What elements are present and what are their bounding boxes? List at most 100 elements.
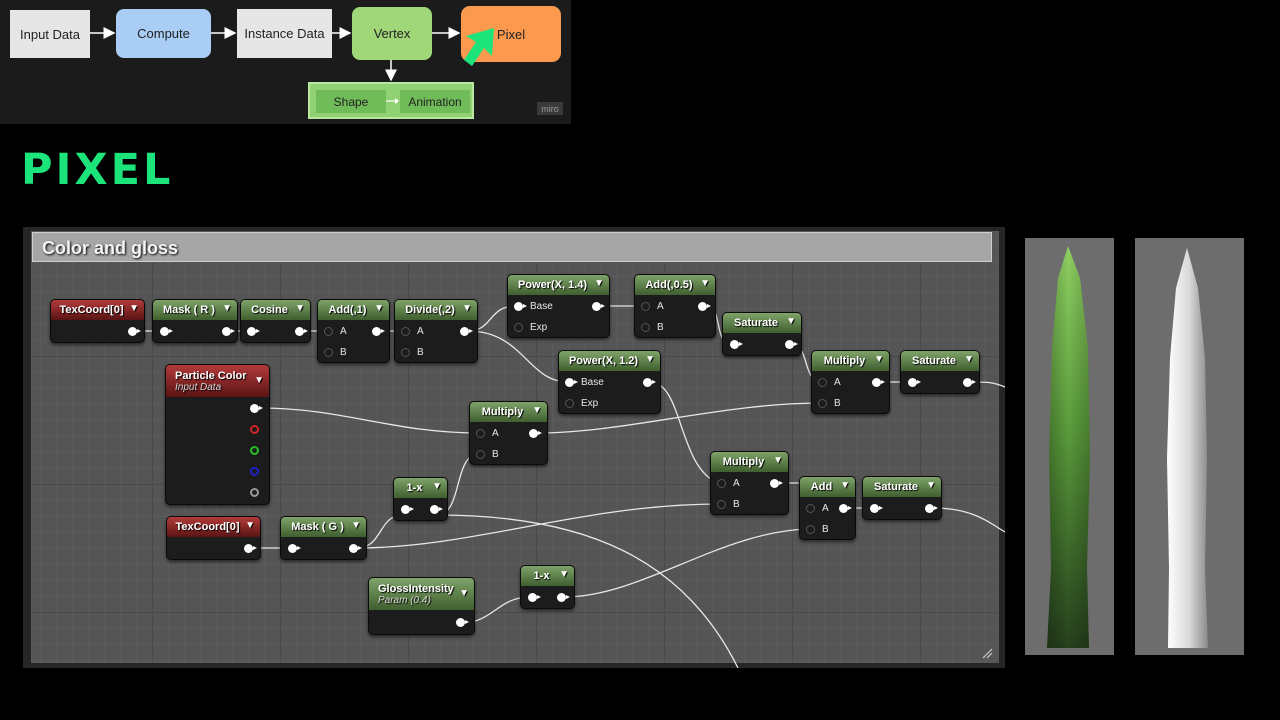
input-pin-a[interactable]: [717, 479, 726, 488]
output-pin[interactable]: [925, 504, 938, 513]
input-pin[interactable]: [247, 327, 260, 336]
node-add-1[interactable]: Add(,1)▼ A B: [317, 299, 390, 363]
input-pin-a[interactable]: [324, 327, 333, 336]
chevron-down-icon[interactable]: ▼: [645, 354, 655, 365]
output-pin[interactable]: [430, 505, 443, 514]
comment-box-title: Color and gloss: [42, 238, 179, 258]
input-pin[interactable]: [160, 327, 173, 336]
chevron-down-icon[interactable]: ▼: [786, 316, 796, 327]
input-pin-a[interactable]: [476, 429, 485, 438]
node-multiply[interactable]: Multiply▼ A B: [710, 451, 789, 515]
output-pin[interactable]: [557, 593, 570, 602]
output-pin[interactable]: [295, 327, 308, 336]
input-pin-b[interactable]: [324, 348, 333, 357]
input-pin-b[interactable]: [476, 450, 485, 459]
resize-handle-icon[interactable]: [981, 647, 993, 659]
input-pin[interactable]: [528, 593, 541, 602]
output-pin-b[interactable]: [250, 467, 259, 476]
output-pin[interactable]: [460, 327, 473, 336]
output-pin[interactable]: [349, 544, 362, 553]
chevron-down-icon[interactable]: ▼: [222, 303, 232, 314]
node-saturate[interactable]: Saturate▼: [900, 350, 980, 394]
output-pin[interactable]: [529, 429, 542, 438]
input-pin-b[interactable]: [818, 399, 827, 408]
chevron-down-icon[interactable]: ▼: [462, 303, 472, 314]
input-pin-b[interactable]: [717, 500, 726, 509]
input-pin-a[interactable]: [818, 378, 827, 387]
input-pin[interactable]: [730, 340, 743, 349]
node-title: Multiply: [823, 355, 866, 367]
node-saturate[interactable]: Saturate▼: [722, 312, 802, 356]
output-pin[interactable]: [770, 479, 783, 488]
chevron-down-icon[interactable]: ▼: [773, 455, 783, 466]
input-pin-exp[interactable]: [514, 323, 523, 332]
output-pin[interactable]: [698, 302, 711, 311]
node-texcoord[interactable]: TexCoord[0]▼: [50, 299, 145, 343]
node-particle-color[interactable]: Particle Color Input Data ▼: [165, 364, 270, 505]
output-pin[interactable]: [839, 504, 852, 513]
output-pin[interactable]: [222, 327, 235, 336]
output-pin[interactable]: [592, 302, 605, 311]
chevron-down-icon[interactable]: ▼: [351, 520, 361, 531]
output-pin[interactable]: [456, 618, 469, 627]
output-pin-rgba[interactable]: [250, 404, 263, 413]
input-pin[interactable]: [908, 378, 921, 387]
chevron-down-icon[interactable]: ▼: [964, 354, 974, 365]
output-pin[interactable]: [244, 544, 257, 553]
output-pin[interactable]: [128, 327, 141, 336]
node-mask-r[interactable]: Mask ( R )▼: [152, 299, 238, 343]
node-mask-g[interactable]: Mask ( G )▼: [280, 516, 367, 560]
chevron-down-icon[interactable]: ▼: [874, 354, 884, 365]
node-one-minus-x[interactable]: 1-x▼: [393, 477, 448, 521]
chevron-down-icon[interactable]: ▼: [295, 303, 305, 314]
input-pin-exp[interactable]: [565, 399, 574, 408]
output-pin[interactable]: [372, 327, 385, 336]
chevron-down-icon[interactable]: ▼: [459, 588, 469, 599]
input-pin-b[interactable]: [401, 348, 410, 357]
chevron-down-icon[interactable]: ▼: [374, 303, 384, 314]
chevron-down-icon[interactable]: ▼: [700, 278, 710, 289]
output-pin[interactable]: [872, 378, 885, 387]
node-add-0-5[interactable]: Add(,0.5)▼ A B: [634, 274, 716, 338]
chevron-down-icon[interactable]: ▼: [840, 480, 850, 491]
wire: [931, 507, 1005, 533]
output-pin[interactable]: [785, 340, 798, 349]
input-pin[interactable]: [870, 504, 883, 513]
node-one-minus-x[interactable]: 1-x▼: [520, 565, 575, 609]
input-pin-base[interactable]: [514, 302, 527, 311]
output-pin-g[interactable]: [250, 446, 259, 455]
input-pin-b[interactable]: [806, 525, 815, 534]
input-pin-a[interactable]: [401, 327, 410, 336]
node-gloss-intensity[interactable]: GlossIntensity Param (0.4) ▼: [368, 577, 475, 635]
input-pin[interactable]: [288, 544, 301, 553]
chevron-down-icon[interactable]: ▼: [129, 303, 139, 314]
chevron-down-icon[interactable]: ▼: [432, 481, 442, 492]
chevron-down-icon[interactable]: ▼: [594, 278, 604, 289]
node-power-1-2[interactable]: Power(X, 1.2)▼ Base Exp: [558, 350, 661, 414]
chevron-down-icon[interactable]: ▼: [532, 405, 542, 416]
node-texcoord[interactable]: TexCoord[0]▼: [166, 516, 261, 560]
chevron-down-icon[interactable]: ▼: [245, 520, 255, 531]
chevron-down-icon[interactable]: ▼: [254, 375, 264, 386]
chevron-down-icon[interactable]: ▼: [926, 480, 936, 491]
node-multiply[interactable]: Multiply▼ A B: [469, 401, 548, 465]
output-pin-a[interactable]: [250, 488, 259, 497]
input-pin-base[interactable]: [565, 378, 578, 387]
node-title: Divide(,2): [405, 304, 455, 316]
comment-box-header[interactable]: Color and gloss: [32, 232, 992, 262]
node-divide-2[interactable]: Divide(,2)▼ A B: [394, 299, 478, 363]
node-power-1-4[interactable]: Power(X, 1.4)▼ Base Exp: [507, 274, 610, 338]
input-pin[interactable]: [401, 505, 414, 514]
material-node-graph[interactable]: Color and gloss: [23, 227, 1005, 668]
output-pin[interactable]: [643, 378, 656, 387]
input-pin-a[interactable]: [806, 504, 815, 513]
node-multiply[interactable]: Multiply▼ A B: [811, 350, 890, 414]
chevron-down-icon[interactable]: ▼: [559, 569, 569, 580]
node-saturate[interactable]: Saturate▼: [862, 476, 942, 520]
node-cosine[interactable]: Cosine▼: [240, 299, 311, 343]
input-pin-a[interactable]: [641, 302, 650, 311]
input-pin-b[interactable]: [641, 323, 650, 332]
node-add[interactable]: Add▼ A B: [799, 476, 856, 540]
output-pin[interactable]: [963, 378, 976, 387]
output-pin-r[interactable]: [250, 425, 259, 434]
